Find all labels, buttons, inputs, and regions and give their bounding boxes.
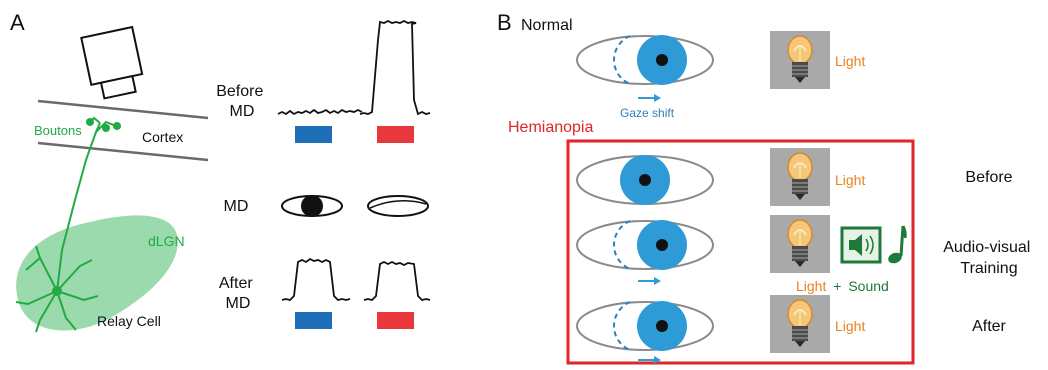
eye-closed-icon <box>368 196 428 216</box>
arrow-right-icon <box>638 94 661 102</box>
panel-b-letter: B <box>497 10 512 35</box>
dlgn-label: dLGN <box>148 233 185 249</box>
md-label: MD <box>224 198 249 215</box>
normal-label: Normal <box>521 17 573 34</box>
stimulus-bar-blue <box>295 126 332 143</box>
cortex-label: Cortex <box>142 129 183 145</box>
camera-icon <box>81 27 145 100</box>
speaker-icon <box>842 228 880 262</box>
light-bulb-icon <box>770 295 830 353</box>
before-md-label: Before MD <box>216 83 268 120</box>
stage-after-label: After <box>972 318 1006 335</box>
gaze-shift-label: Gaze shift <box>620 106 675 120</box>
stage-training-label: Audio-visual Training <box>943 239 1035 277</box>
light-label: Light <box>835 53 865 69</box>
eye-icon <box>577 301 713 351</box>
panel-a-letter: A <box>10 10 25 35</box>
bouton-dot <box>102 124 110 132</box>
hemianopia-label: Hemianopia <box>508 119 593 136</box>
trace-after-left <box>282 259 350 300</box>
relay-cell-soma <box>52 286 62 296</box>
light-bulb-icon <box>770 31 830 89</box>
eye-icon <box>577 155 713 205</box>
trace-before-left <box>278 110 362 114</box>
cortex-bottom-line <box>38 143 208 160</box>
after-md-label: After MD <box>219 275 257 312</box>
trace-after-right <box>364 262 430 300</box>
light-plus-sound-label: Light + Sound <box>796 278 889 294</box>
eye-icon <box>577 220 713 270</box>
light-label: Light <box>835 172 865 188</box>
eye-icon <box>282 195 342 217</box>
stimulus-bar-red <box>377 312 414 329</box>
arrow-right-icon <box>638 277 661 285</box>
relay-cell-label: Relay Cell <box>97 313 161 329</box>
light-label: Light <box>835 318 865 334</box>
light-bulb-icon <box>770 148 830 206</box>
bouton-dot <box>113 122 121 130</box>
music-note-icon <box>887 226 906 265</box>
light-bulb-icon <box>770 215 830 273</box>
stimulus-bar-blue <box>295 312 332 329</box>
boutons-label: Boutons <box>34 123 82 138</box>
stage-before-label: Before <box>965 169 1012 186</box>
stimulus-bar-red <box>377 126 414 143</box>
eye-icon <box>577 35 713 85</box>
trace-before-right <box>360 21 430 114</box>
bouton-dot <box>86 118 94 126</box>
cortex-top-line <box>38 101 208 118</box>
